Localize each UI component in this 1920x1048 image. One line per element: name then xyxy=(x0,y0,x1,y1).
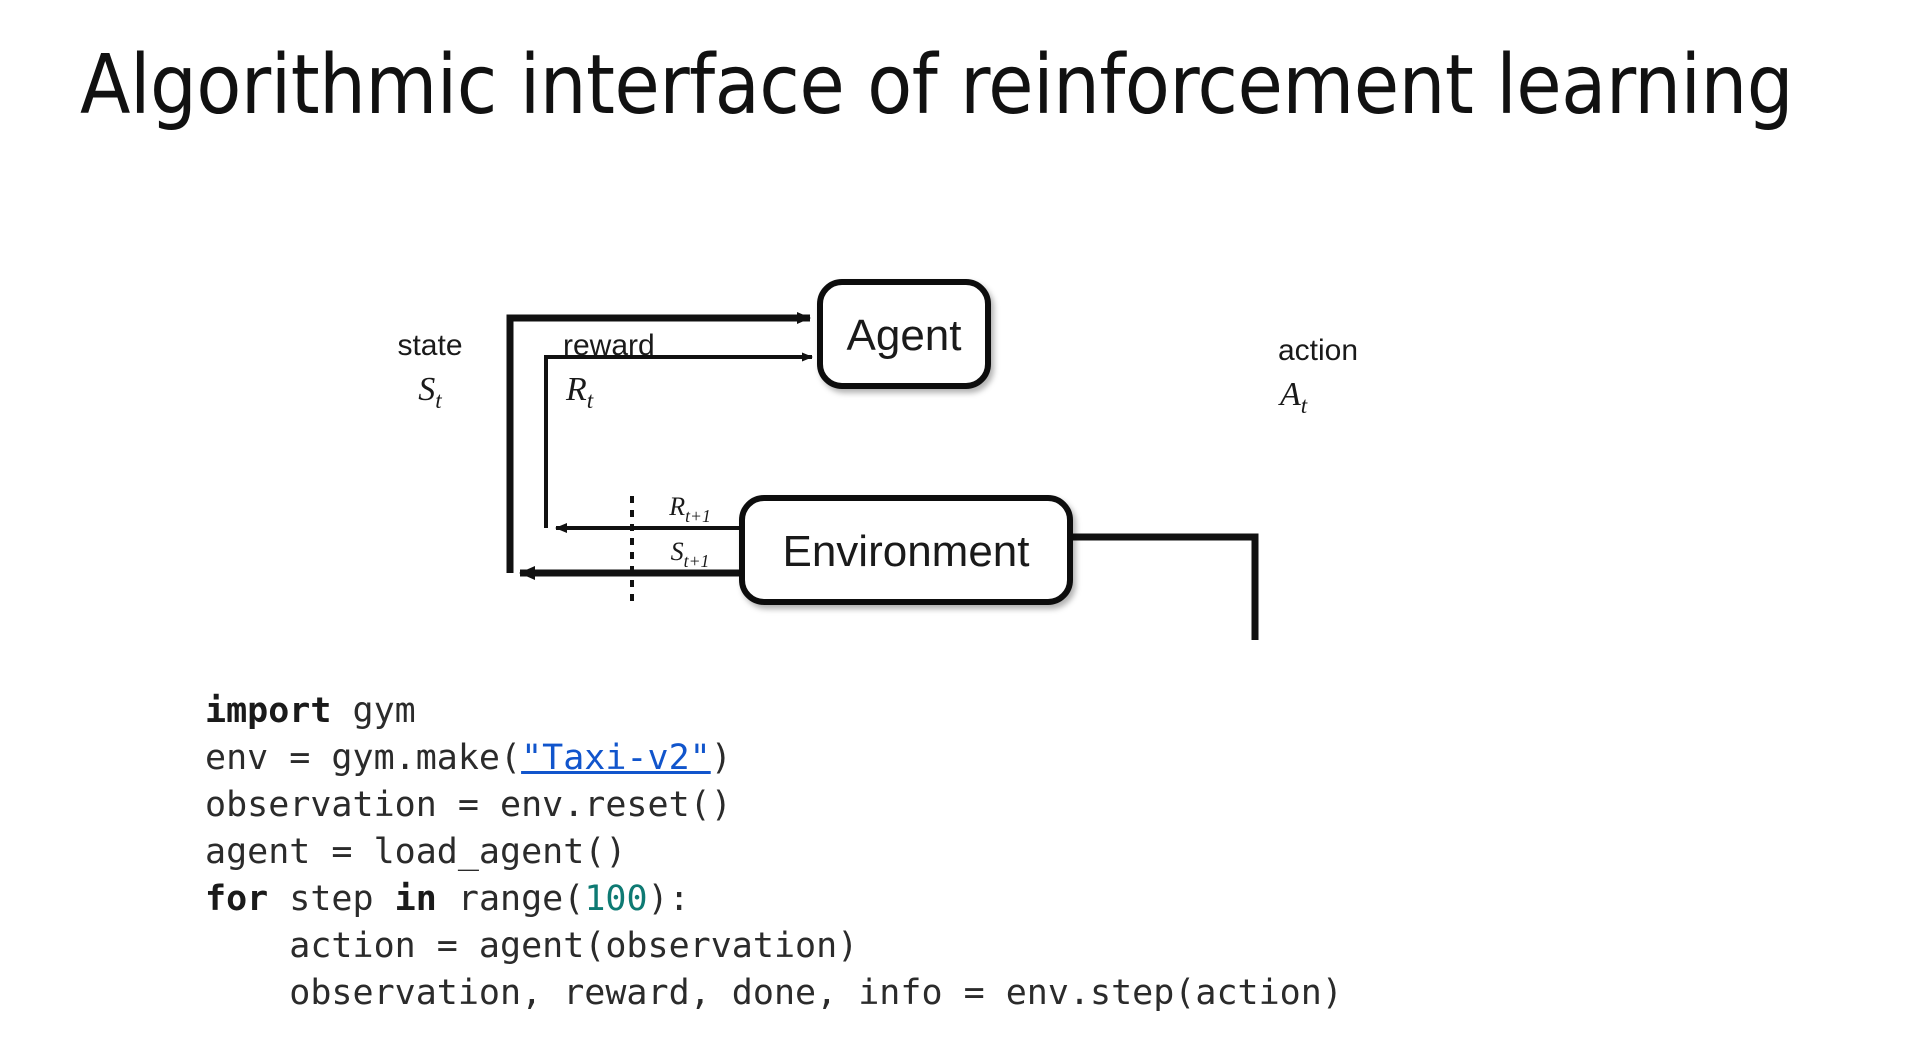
state-label: state xyxy=(397,329,462,362)
code-line: observation, reward, done, info = env.st… xyxy=(205,970,1343,1017)
code-token: for xyxy=(205,879,269,919)
reward-symbol: Rt xyxy=(565,371,594,414)
next-reward-symbol: Rt+1 xyxy=(668,492,711,526)
code-token: import xyxy=(205,691,332,731)
action-edge xyxy=(985,533,1259,640)
code-token: observation, reward, done, info = env.st… xyxy=(205,973,1343,1013)
code-token: in xyxy=(394,879,437,919)
code-token: ) xyxy=(710,738,732,778)
state-symbol: St xyxy=(418,371,442,414)
environment-node: Environment xyxy=(739,495,1073,605)
next-state-symbol: St+1 xyxy=(671,537,710,571)
code-token: gym xyxy=(331,691,416,731)
code-line: agent = load_agent() xyxy=(205,829,1343,876)
agent-node: Agent xyxy=(817,279,991,389)
reward-label: reward xyxy=(563,329,655,362)
code-link-env-id[interactable]: "Taxi-v2" xyxy=(521,738,711,778)
page-title: Algorithmic interface of reinforcement l… xyxy=(80,38,1794,133)
code-token: action = agent(observation) xyxy=(205,926,859,966)
agent-node-label: Agent xyxy=(847,311,962,360)
code-token: env = gym.make( xyxy=(205,738,522,778)
code-line: observation = env.reset() xyxy=(205,782,1343,829)
code-token: observation = env.reset() xyxy=(205,785,732,825)
code-line: action = agent(observation) xyxy=(205,923,1343,970)
code-line: import gym xyxy=(205,688,1343,735)
code-token: 100 xyxy=(584,879,648,919)
code-token: range( xyxy=(436,879,585,919)
code-token: step xyxy=(268,879,395,919)
code-line: for step in range(100): xyxy=(205,876,1343,923)
action-label: action xyxy=(1278,334,1358,367)
environment-node-label: Environment xyxy=(782,527,1029,576)
agent-environment-diagram: Agent Environment state St reward Rt act… xyxy=(0,200,1920,640)
code-token: ): xyxy=(647,879,690,919)
action-symbol: At xyxy=(1278,376,1308,419)
code-line: env = gym.make("Taxi-v2") xyxy=(205,735,1343,782)
state-edge xyxy=(506,312,811,573)
reward-edge xyxy=(544,352,813,528)
code-token: agent = load_agent() xyxy=(205,832,627,872)
